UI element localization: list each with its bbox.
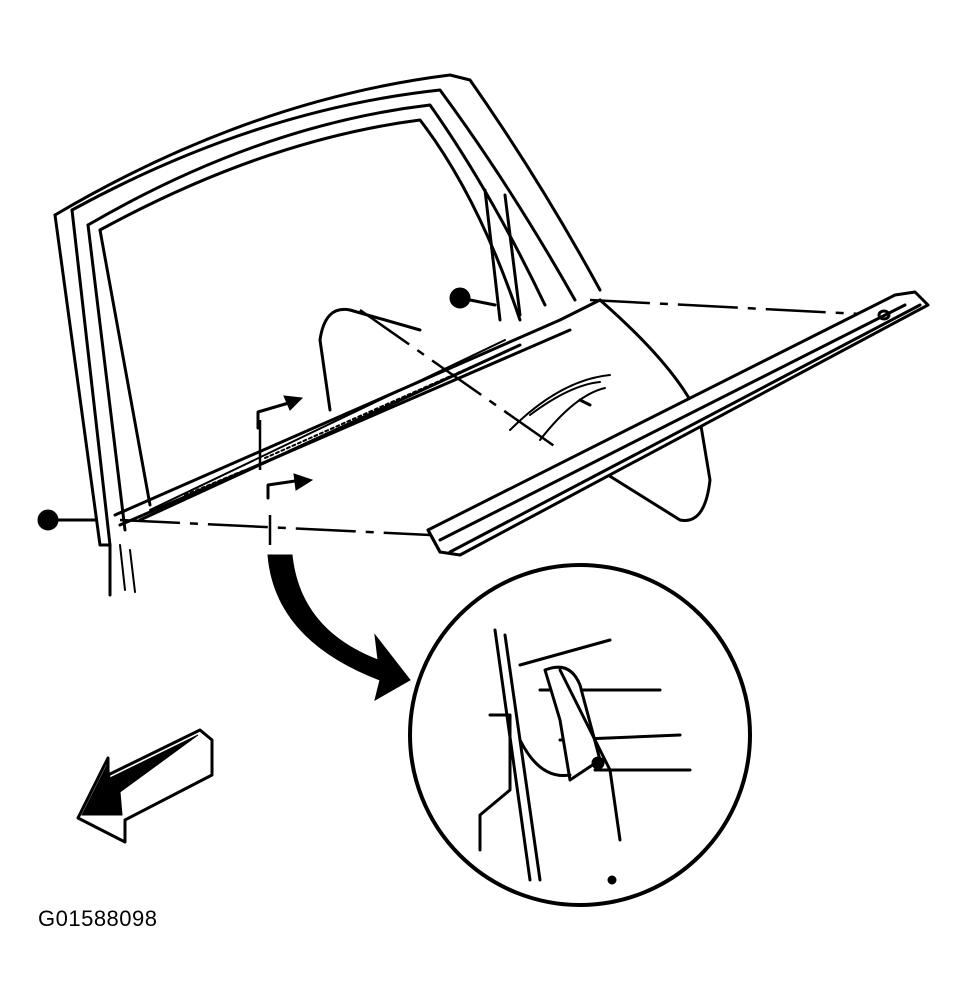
door-window-frame [53, 73, 602, 597]
bolt-icon [37, 509, 97, 531]
door-belt-channel [113, 298, 602, 527]
figure-id-label: G01588098 [38, 906, 158, 931]
push-arrows [256, 395, 314, 500]
curved-pointer-arrow-icon [267, 554, 411, 702]
bolt-icon [449, 287, 497, 309]
belt-molding [426, 290, 930, 557]
front-direction-arrow-icon [76, 728, 214, 844]
alignment-lines [119, 298, 881, 545]
detail-view-circle [408, 563, 752, 907]
